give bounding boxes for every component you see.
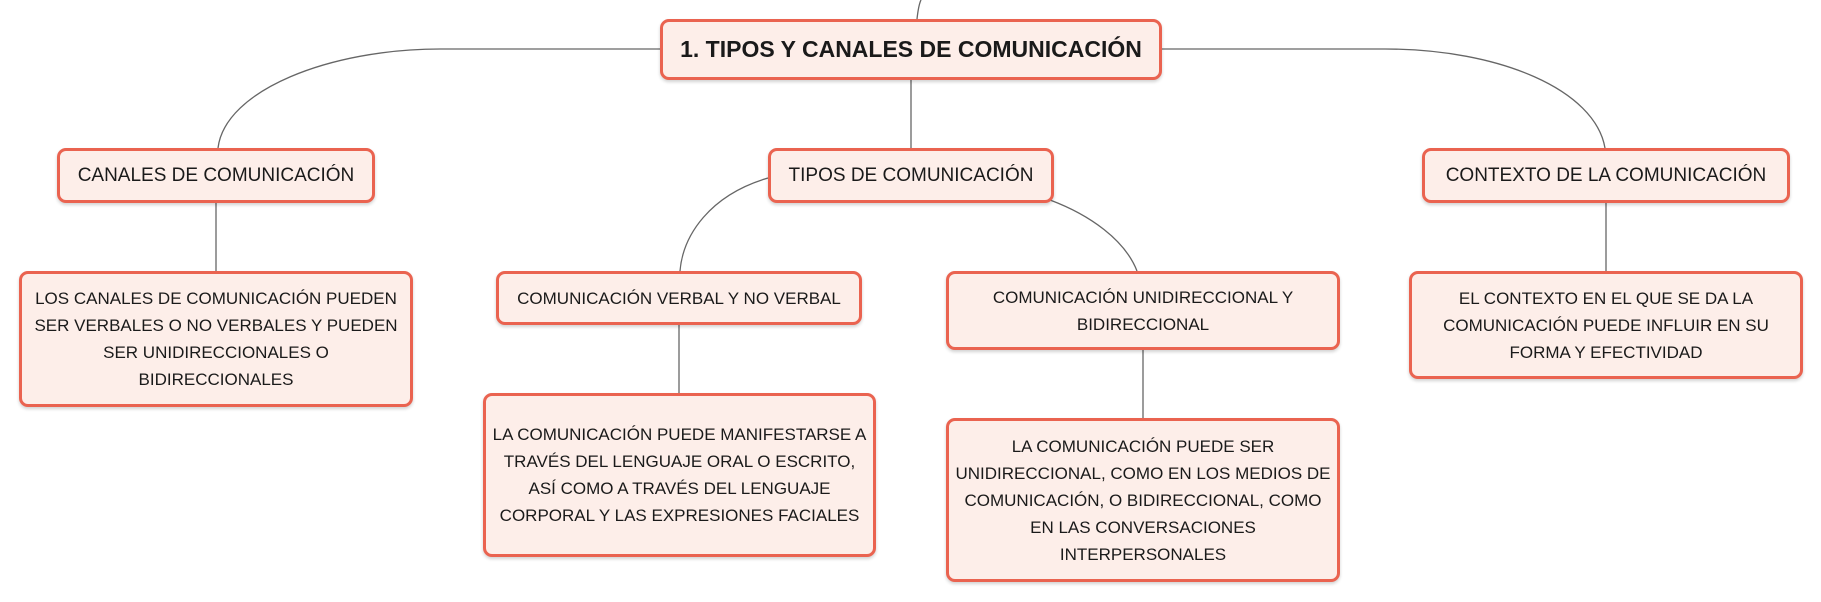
connector-root-to-canales: [217, 48, 660, 149]
topic-canales-detail[interactable]: LOS CANALES DE COMUNICACIÓN PUEDEN SER V…: [19, 271, 413, 407]
topic-label: CANALES DE COMUNICACIÓN: [77, 164, 355, 186]
topic-detail-text: LA COMUNICACIÓN PUEDE SER UNIDIRECCIONAL…: [955, 436, 1331, 564]
connector-tipos-to-unidireccional: [1049, 199, 1138, 272]
topic-label: CONTEXTO DE LA COMUNICACIÓN: [1445, 164, 1767, 186]
topic-comunicacion-verbal-y-no-verbal[interactable]: COMUNICACIÓN VERBAL Y NO VERBAL: [496, 271, 862, 325]
topic-detail-text: EL CONTEXTO EN EL QUE SE DA LA COMUNICAC…: [1443, 288, 1769, 362]
root-topic-label: 1. TIPOS Y CANALES DE COMUNICACIÓN: [680, 36, 1142, 62]
topic-verbal-detail[interactable]: LA COMUNICACIÓN PUEDE MANIFESTARSE A TRA…: [483, 393, 876, 557]
topic-contexto-detail[interactable]: EL CONTEXTO EN EL QUE SE DA LA COMUNICAC…: [1409, 271, 1803, 379]
topic-contexto-de-la-comunicacion[interactable]: CONTEXTO DE LA COMUNICACIÓN: [1422, 148, 1790, 203]
topic-comunicacion-unidireccional-y-bidireccional[interactable]: COMUNICACIÓN UNIDIRECCIONAL Y BIDIRECCIO…: [946, 271, 1340, 350]
topic-label: TIPOS DE COMUNICACIÓN: [788, 164, 1034, 186]
topic-label: COMUNICACIÓN VERBAL Y NO VERBAL: [517, 288, 841, 308]
topic-detail-text: LA COMUNICACIÓN PUEDE MANIFESTARSE A TRA…: [492, 425, 867, 525]
connector-root-to-parent-stub: [916, 0, 922, 20]
topic-label: COMUNICACIÓN UNIDIRECCIONAL Y BIDIRECCIO…: [992, 287, 1294, 334]
topic-tipos-de-comunicacion[interactable]: TIPOS DE COMUNICACIÓN: [768, 148, 1054, 203]
connector-tipos-to-verbal: [679, 177, 769, 272]
topic-canales-de-comunicacion[interactable]: CANALES DE COMUNICACIÓN: [57, 148, 375, 203]
topic-unidireccional-detail[interactable]: LA COMUNICACIÓN PUEDE SER UNIDIRECCIONAL…: [946, 418, 1340, 582]
topic-detail-text: LOS CANALES DE COMUNICACIÓN PUEDEN SER V…: [34, 289, 398, 389]
root-topic[interactable]: 1. TIPOS Y CANALES DE COMUNICACIÓN: [660, 19, 1162, 80]
connector-root-to-contexto: [1162, 48, 1606, 149]
